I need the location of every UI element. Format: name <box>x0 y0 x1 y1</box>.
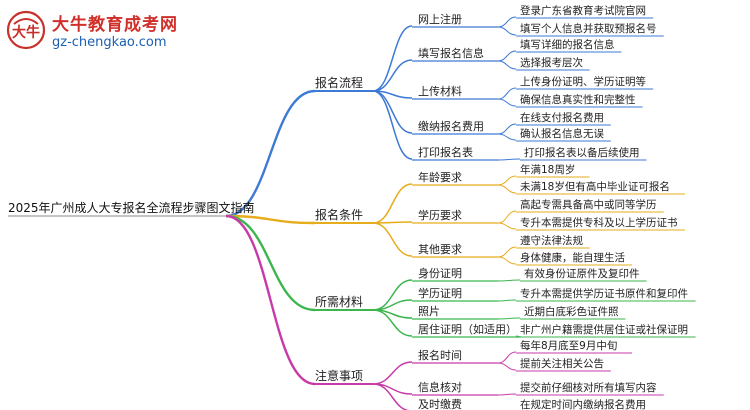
branch-node: 报名条件 <box>315 207 363 222</box>
connector-line <box>497 351 517 364</box>
sub-node: 打印报名表 <box>418 145 473 159</box>
sub-node: 上传材料 <box>418 84 462 98</box>
connector-line <box>372 59 413 92</box>
branch-node: 所需材料 <box>315 295 363 309</box>
connector-line <box>497 158 521 161</box>
connector-line <box>497 60 517 70</box>
logo-mark-text: 大牛 <box>12 24 40 41</box>
connector-line <box>225 214 316 386</box>
connector-line <box>497 222 517 230</box>
sub-node: 及时缴费 <box>418 397 462 410</box>
leaf-node: 填写个人信息并获取预报名号 <box>520 22 657 35</box>
leaf-node: 身体健康，能自理生活 <box>520 251 625 264</box>
sub-node: 学历证明 <box>418 286 462 300</box>
mind-map-edges <box>8 16 696 410</box>
branch-node: 注意事项 <box>315 368 363 383</box>
connector-line <box>225 214 316 312</box>
sub-node: 缴纳报名费用 <box>418 119 484 133</box>
logo-title: 大牛教育成考网 <box>52 15 178 35</box>
connector-line <box>372 383 411 410</box>
logo-mark-icon: 大牛 <box>6 10 46 50</box>
leaf-node: 提前关注相关公告 <box>520 357 604 370</box>
connector-line <box>497 362 517 371</box>
leaf-node: 未满18岁但有高中毕业证可报名 <box>520 180 670 193</box>
leaf-node: 非广州户籍需提供居住证或社保证明 <box>520 323 688 336</box>
connector-line <box>497 317 521 320</box>
connector-line <box>497 210 517 224</box>
leaf-node: 提交前仔细核对所有填写内容 <box>520 381 657 394</box>
connector-line <box>497 133 517 141</box>
connector-line <box>497 279 521 282</box>
connector-line <box>497 299 517 302</box>
sub-node: 学历要求 <box>418 208 462 222</box>
leaf-node: 有效身份证原件及复印件 <box>524 267 640 280</box>
sub-node: 信息核对 <box>418 380 462 394</box>
sub-node: 填写报名信息 <box>418 46 484 60</box>
leaf-node: 在线支付报名费用 <box>520 111 604 124</box>
sub-node: 照片 <box>418 305 440 318</box>
branch-node: 报名流程 <box>315 75 363 90</box>
sub-node: 身份证明 <box>418 266 462 280</box>
connector-line <box>372 25 413 92</box>
connector-line <box>497 175 517 186</box>
connector-line <box>225 89 316 218</box>
logo-url: gz-chengkao.com <box>52 35 167 50</box>
sub-node: 网上注册 <box>418 12 462 26</box>
leaf-node: 年满18周岁 <box>520 163 575 176</box>
sub-node: 年龄要求 <box>418 170 462 184</box>
connector-line <box>372 309 413 337</box>
leaf-node: 打印报名表以备后续使用 <box>524 146 640 159</box>
sub-node: 其他要求 <box>418 243 462 256</box>
leaf-node: 专升本需提供学历证书原件和复印件 <box>520 287 688 300</box>
connector-line <box>497 123 517 135</box>
connector-line <box>372 222 413 257</box>
leaf-node: 确保信息真实性和完整性 <box>520 93 636 106</box>
leaf-node: 确认报名信息无误 <box>520 127 604 140</box>
connector-line <box>497 393 517 396</box>
leaf-node: 高起专需具备高中或同等学历 <box>520 198 657 211</box>
connector-line <box>497 184 517 194</box>
leaf-node: 专升本需提供专科及以上学历证书 <box>520 216 678 229</box>
connector-line <box>497 50 517 62</box>
connector-line <box>497 98 517 107</box>
connector-line <box>372 90 413 160</box>
mind-map-nodes: 2025年广州成人大专报名全流程步骤图文指南 报名流程 网上注册 登录广东省教育考试院… <box>8 4 688 410</box>
sub-node: 报名时间 <box>418 348 462 362</box>
leaf-node: 上传身份证明、学历证明等 <box>520 75 646 88</box>
connector-line <box>497 246 517 258</box>
sub-node: 居住证明（如适用） <box>418 322 517 336</box>
connector-line <box>372 361 413 385</box>
site-logo: 大牛 大牛教育成考网 gz-chengkao.com <box>4 8 204 56</box>
connector-line <box>225 214 316 225</box>
connector-line <box>497 16 517 28</box>
connector-line <box>497 87 517 100</box>
leaf-node: 选择报考层次 <box>520 56 583 69</box>
leaf-node: 每年8月底至9月中旬 <box>520 339 617 352</box>
leaf-node: 登录广东省教育考试院官网 <box>520 4 646 17</box>
root-node: 2025年广州成人大专报名全流程步骤图文指南 <box>8 200 255 215</box>
connector-line <box>497 26 517 36</box>
connector-line <box>497 256 517 265</box>
leaf-node: 填写详细的报名信息 <box>520 38 615 51</box>
leaf-node: 近期白底彩色证件照 <box>524 305 619 318</box>
leaf-node: 遵守法律法规 <box>520 234 583 247</box>
connector-line <box>372 183 413 224</box>
leaf-node: 在规定时间内缴纳报名费用 <box>520 398 646 410</box>
